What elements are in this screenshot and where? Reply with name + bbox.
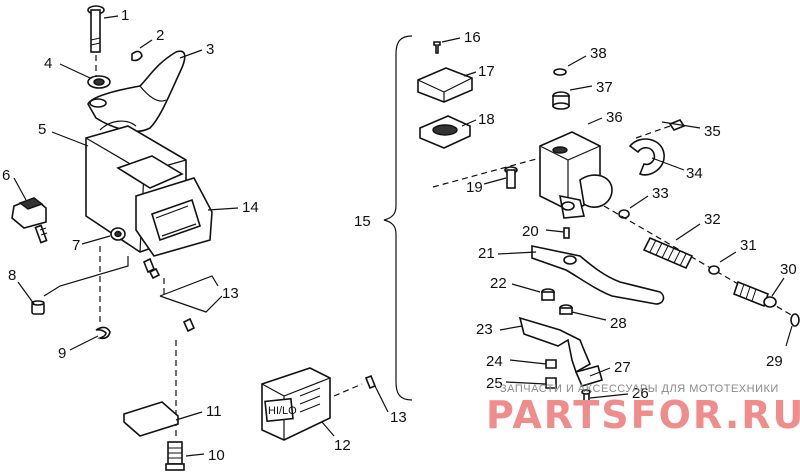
callout-15: 15	[354, 213, 371, 230]
watermark-brand: PARTSFOR.RU	[486, 393, 800, 437]
part-13-screws-left	[142, 257, 223, 333]
part-2-clip	[131, 50, 143, 62]
leader-lines	[13, 15, 793, 457]
part-25-nut	[545, 377, 557, 389]
part-14-faceplate	[135, 177, 213, 257]
part-8-plug	[31, 300, 45, 315]
callout-29: 29	[766, 353, 783, 370]
part-27-switch	[574, 365, 603, 387]
part-7-grommet	[110, 227, 126, 241]
right-assembly	[417, 41, 800, 409]
part-34-clamp	[628, 138, 665, 176]
part-36-master-cylinder	[539, 131, 613, 219]
callout-32: 32	[704, 211, 721, 228]
callout-13a: 13	[222, 285, 239, 302]
callout-21: 21	[478, 245, 495, 262]
callout-2: 2	[156, 27, 164, 44]
callout-12: 12	[334, 437, 351, 454]
part-31-ring	[708, 265, 720, 275]
part-17-cover	[417, 67, 473, 103]
callout-31: 31	[740, 237, 757, 254]
part-6-knob	[11, 197, 48, 244]
left-assembly: HI/LO	[11, 5, 377, 471]
brace-15	[383, 35, 413, 401]
callout-24: 24	[486, 353, 503, 370]
part-11-cover	[123, 401, 179, 437]
callout-1: 1	[121, 7, 129, 24]
part-38-ring	[553, 68, 567, 76]
part-12-hi-lo-switch: HI/LO	[261, 367, 331, 441]
callout-20: 20	[522, 223, 539, 240]
callout-9: 9	[58, 345, 66, 362]
part-10-connector	[165, 441, 185, 471]
callout-33: 33	[652, 185, 669, 202]
part-29-o-ring	[790, 313, 800, 327]
switch-label: HI/LO	[268, 405, 297, 417]
callout-16: 16	[464, 29, 481, 46]
part-24-nut	[545, 359, 557, 369]
part-21-lever	[531, 245, 665, 305]
callout-28: 28	[610, 315, 627, 332]
part-30-piston	[733, 280, 777, 308]
part-37-cap	[552, 91, 570, 110]
callout-27: 27	[614, 359, 631, 376]
callout-23: 23	[476, 321, 493, 338]
callout-4: 4	[44, 55, 52, 72]
callout-34: 34	[686, 165, 703, 182]
callout-13b: 13	[390, 409, 407, 426]
part-28-spacer	[559, 304, 573, 315]
callout-8: 8	[8, 267, 16, 284]
callout-26: 26	[632, 385, 649, 402]
callout-5: 5	[38, 121, 46, 138]
part-19-bolt	[504, 166, 518, 189]
callout-numbers: 1 2 3 4 5 6 7 8 9 10 11 12 13 13 14 15 1…	[2, 7, 797, 464]
callout-22: 22	[490, 275, 507, 292]
callout-3: 3	[206, 41, 214, 58]
callout-7: 7	[72, 237, 80, 254]
part-33-washer	[618, 209, 630, 219]
callout-17: 17	[478, 63, 495, 80]
callout-10: 10	[208, 447, 225, 464]
part-9-snap-ring	[95, 326, 111, 340]
callout-35: 35	[704, 123, 721, 140]
part-35-screw	[635, 119, 686, 139]
part-16-screw	[433, 41, 441, 54]
callout-30: 30	[780, 261, 797, 278]
callout-25: 25	[486, 375, 503, 392]
part-18-diaphragm	[419, 115, 471, 149]
part-13-screw-right	[364, 374, 377, 390]
callout-11: 11	[206, 403, 222, 420]
callout-38: 38	[590, 45, 607, 62]
watermark: ЗАПЧАСТИ И АКСЕССУАРЫ ДЛЯ МОТОТЕХНИКИ PA…	[486, 383, 800, 437]
part-1-bolt	[87, 5, 105, 53]
part-26-screw	[581, 389, 591, 409]
callout-37: 37	[596, 79, 613, 96]
callout-36: 36	[606, 109, 623, 126]
part-32-spring	[642, 236, 694, 270]
callout-14: 14	[242, 199, 259, 216]
part-3-bracket	[87, 50, 186, 133]
part-20-pin	[563, 227, 570, 239]
watermark-tagline: ЗАПЧАСТИ И АКСЕССУАРЫ ДЛЯ МОТОТЕХНИКИ	[500, 383, 779, 395]
callout-6: 6	[2, 167, 10, 184]
part-4-washer	[87, 75, 111, 89]
callout-19: 19	[466, 179, 483, 196]
callout-18: 18	[478, 111, 495, 128]
part-22-bushing	[541, 288, 555, 301]
